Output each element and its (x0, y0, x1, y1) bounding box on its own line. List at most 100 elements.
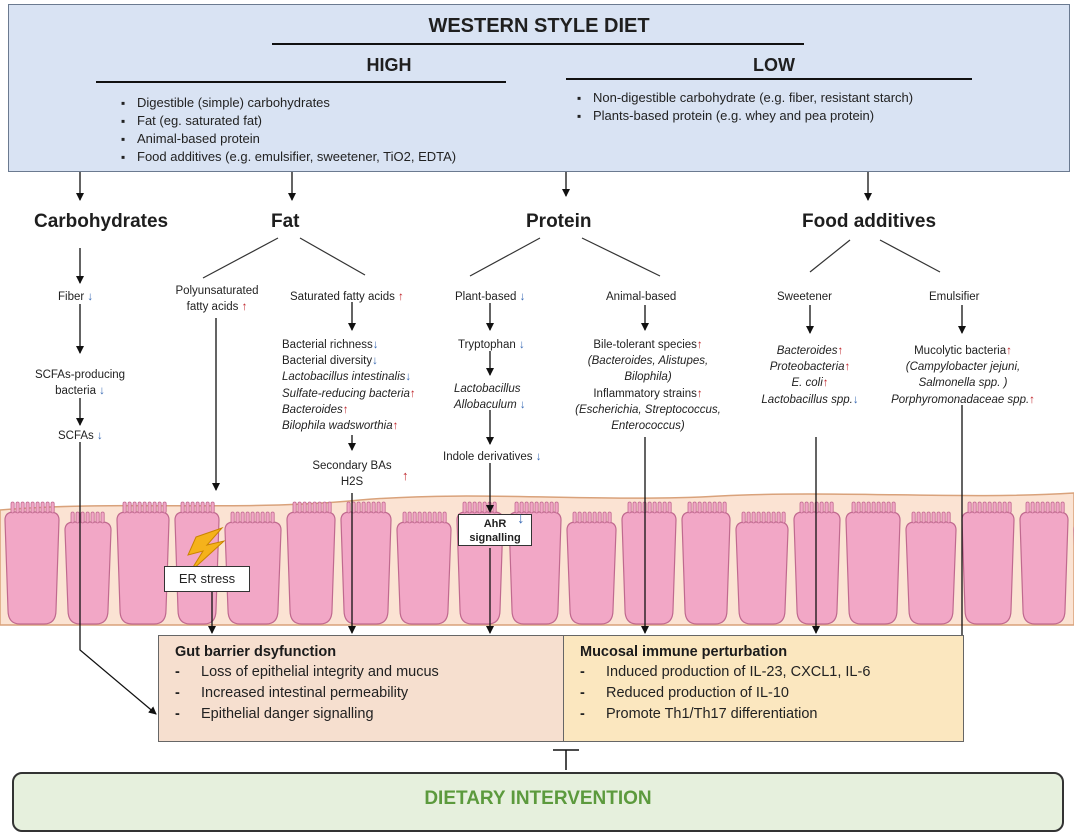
microvillus (255, 511, 260, 524)
microvillus (35, 501, 40, 514)
microvillus (210, 501, 215, 514)
microvillus (712, 501, 717, 514)
microvillus (572, 511, 577, 524)
decrease-arrow-icon: ↓ (516, 291, 526, 303)
microvillus (317, 501, 322, 514)
high-item: Food additives (e.g. emulsifier, sweeten… (121, 148, 456, 166)
epithelial-cell (566, 521, 617, 625)
high-item: Digestible (simple) carbohydrates (121, 94, 456, 112)
microvillus (152, 501, 157, 514)
microvillus (876, 501, 881, 514)
barrier-item: Loss of epithelial integrity and mucus (175, 662, 563, 683)
microvillus (15, 501, 20, 514)
epithelial-cell (1019, 511, 1069, 625)
decrease-arrow-icon: ↓ (515, 339, 525, 351)
microvillus (722, 501, 727, 514)
microvillus (804, 501, 809, 514)
microvillus (766, 511, 771, 524)
microvillus (717, 501, 722, 514)
microvillus (702, 501, 707, 514)
animal-based-node: Animal-based (606, 291, 677, 303)
epithelial-cell (621, 511, 677, 625)
pufa-node: Polyunsaturated fatty acids ↑ (175, 285, 259, 313)
microvillus (422, 511, 427, 524)
microvillus (657, 501, 662, 514)
category-protein: Protein (526, 211, 592, 232)
microvillus (1025, 501, 1030, 514)
microvillus (771, 511, 776, 524)
microvillus (1035, 501, 1040, 514)
microvillus (245, 511, 250, 524)
intervention-title: DIETARY INTERVENTION (424, 788, 652, 809)
microvillus (549, 501, 554, 514)
immune-list: Induced production of IL-23, CXCL1, IL-6… (564, 662, 963, 725)
microvillus (70, 511, 75, 524)
decrease-arrow-icon: ↓ (84, 291, 94, 303)
lightning-icon (187, 526, 226, 573)
bas-h2s-node: Secondary BAs H2S (312, 460, 392, 488)
microvillus (697, 501, 702, 514)
microvillus (866, 501, 871, 514)
diet-title: WESTERN STYLE DIET (428, 15, 650, 37)
dietary-intervention-box: DIETARY INTERVENTION (12, 772, 1064, 832)
microvillus (307, 501, 312, 514)
low-list: Non-digestible carbohydrate (e.g. fiber,… (577, 89, 913, 125)
diagram-graphics (0, 43, 1074, 770)
tryptophan-node: Tryptophan ↓ (458, 339, 525, 351)
epithelial-cell (681, 511, 731, 625)
microvillus (851, 501, 856, 514)
microvillus (427, 511, 432, 524)
microvillus (270, 511, 275, 524)
microvillus (292, 501, 297, 514)
microvillus (1050, 501, 1055, 514)
low-heading: LOW (753, 55, 795, 75)
increase-arrow-icon: ↑ (409, 387, 416, 400)
microvillus (881, 501, 886, 514)
epithelial-cell (845, 511, 901, 625)
microvillus (582, 511, 587, 524)
microvillus (297, 501, 302, 514)
microvillus (381, 501, 386, 514)
microvillus (1002, 501, 1007, 514)
microvillus (741, 511, 746, 524)
microvillus (230, 511, 235, 524)
microvillus (756, 511, 761, 524)
low-item: Non-digestible carbohydrate (e.g. fiber,… (577, 89, 913, 107)
microvillus (1045, 501, 1050, 514)
microvillus (746, 511, 751, 524)
scfas-node: SCFAs ↓ (58, 430, 103, 442)
epithelial-cell (396, 521, 452, 625)
microvillus (40, 501, 45, 514)
epithelial-cell (905, 521, 957, 625)
microvillus (366, 501, 371, 514)
decrease-arrow-icon: ↓ (852, 393, 859, 406)
fiber-node: Fiber ↓ (58, 291, 94, 303)
decrease-arrow-icon: ↓ (95, 385, 105, 397)
decrease-arrow-icon: ↓ (405, 371, 412, 384)
microvillus (824, 501, 829, 514)
microvillus (127, 501, 132, 514)
microvillus (941, 511, 946, 524)
microvillus (592, 511, 597, 524)
microvillus (667, 501, 672, 514)
microvillus (926, 511, 931, 524)
microvillus (250, 511, 255, 524)
microvillus (776, 511, 781, 524)
microvillus (10, 501, 15, 514)
microvillus (137, 501, 142, 514)
microvillus (376, 501, 381, 514)
high-item: Fat (eg. saturated fat) (121, 112, 456, 130)
microvillus (977, 501, 982, 514)
microvillus (477, 501, 482, 514)
microvillus (692, 501, 697, 514)
immune-item: Induced production of IL-23, CXCL1, IL-6 (580, 662, 963, 683)
western-diet-panel: WESTERN STYLE DIET HIGH LOW Digestible (… (8, 4, 1070, 172)
microvillus (761, 511, 766, 524)
er-stress-box: ER stress (164, 566, 250, 592)
high-item: Animal-based protein (121, 130, 456, 148)
microvillus (627, 501, 632, 514)
microvillus (871, 501, 876, 514)
microvillus (200, 501, 205, 514)
plant-based-node: Plant-based ↓ (455, 291, 526, 303)
microvillus (587, 511, 592, 524)
